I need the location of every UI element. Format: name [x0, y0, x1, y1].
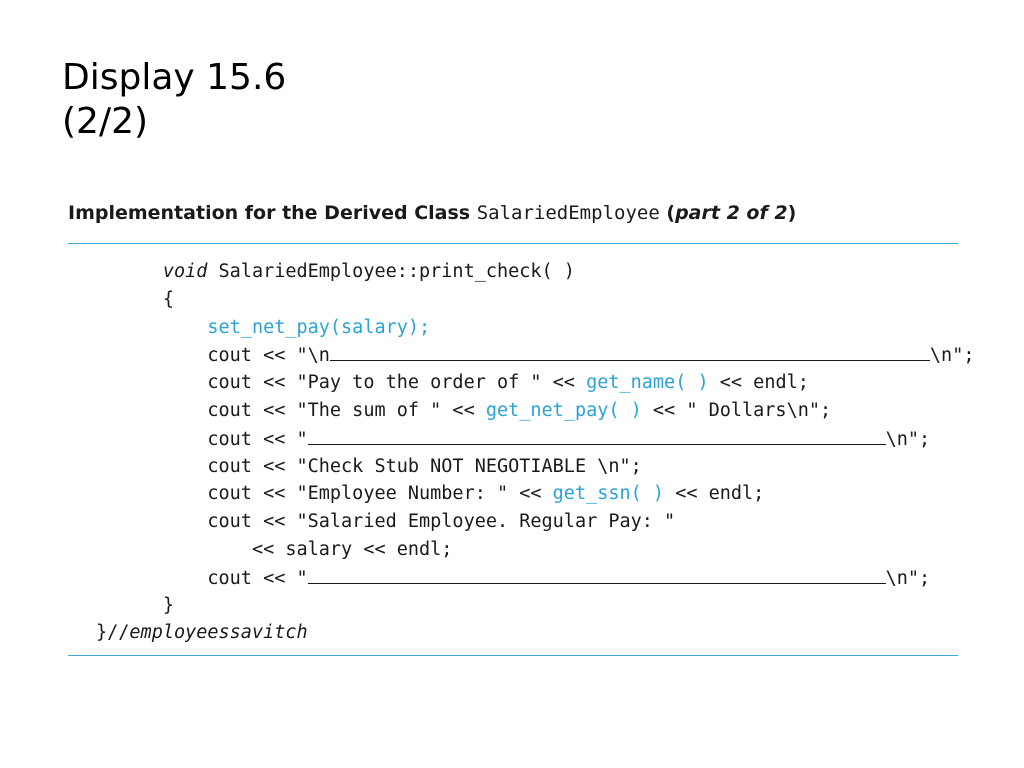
function-signature: SalariedEmployee::print_check( )	[207, 261, 575, 282]
code-listing: void SalariedEmployee::print_check( ) { …	[96, 258, 974, 647]
get-net-pay-call: get_net_pay( )	[485, 399, 642, 421]
caption-prefix: Implementation for the Derived Class	[68, 202, 477, 224]
display-caption: Implementation for the Derived Class Sal…	[68, 202, 796, 224]
slide-title-line1: Display 15.6	[62, 57, 287, 98]
code-line-5: cout << "Pay to the order of " << get_na…	[96, 369, 974, 397]
get-name-call: get_name( )	[586, 372, 709, 394]
code-line-9: cout << "Employee Number: " << get_ssn( …	[96, 480, 974, 508]
code-line-4: cout << "\n \n";	[96, 341, 974, 369]
salaried-employee-line: cout << "Salaried Employee. Regular Pay:…	[207, 511, 676, 533]
bottom-divider	[68, 655, 958, 656]
set-net-pay-call: set_net_pay(salary);	[207, 316, 431, 338]
code-line-14: }//employeessavitch	[96, 619, 974, 647]
code-line-12: cout << " \n";	[96, 564, 974, 592]
code-line-8: cout << "Check Stub NOT NEGOTIABLE \n";	[96, 453, 974, 481]
cout-employee-number: cout << "Employee Number: " <<	[207, 483, 553, 505]
get-ssn-call: get_ssn( )	[552, 483, 665, 505]
code-line-3: set_net_pay(salary);	[96, 314, 974, 342]
namespace-comment: employeessavitch	[129, 622, 308, 644]
slide-title-line2: (2/2)	[62, 101, 149, 142]
blank-line-underline	[307, 564, 886, 584]
salary-endl-line: << salary << endl;	[251, 538, 453, 560]
endl-text: << endl;	[664, 483, 765, 505]
blank-line-underline	[307, 425, 886, 445]
code-line-1: void SalariedEmployee::print_check( )	[96, 258, 974, 286]
cout-start: cout << "\n	[207, 345, 330, 367]
dollars-text: << " Dollars\n";	[641, 399, 832, 421]
cout-sum-of: cout << "The sum of " <<	[207, 399, 486, 421]
code-line-7: cout << " \n";	[96, 425, 974, 453]
caption-class-name: SalariedEmployee	[476, 202, 660, 224]
cout-pay-to: cout << "Pay to the order of " <<	[207, 372, 587, 394]
check-stub-line: cout << "Check Stub NOT NEGOTIABLE \n";	[207, 455, 642, 477]
slide-title: Display 15.6 (2/2)	[62, 56, 286, 144]
close-brace: }	[162, 594, 174, 616]
cout-end: \n";	[929, 345, 975, 367]
code-line-13: }	[96, 592, 974, 620]
code-line-6: cout << "The sum of " << get_net_pay( ) …	[96, 397, 974, 425]
cout-start: cout << "	[207, 567, 308, 589]
code-line-11: << salary << endl;	[96, 536, 974, 564]
code-line-2: {	[96, 286, 974, 314]
caption-open-paren: (	[659, 202, 676, 224]
endl-text: << endl;	[708, 372, 809, 394]
blank-line-underline	[329, 341, 930, 362]
caption-close-paren: )	[787, 202, 797, 224]
cout-start: cout << "	[207, 428, 308, 450]
code-line-10: cout << "Salaried Employee. Regular Pay:…	[96, 508, 974, 536]
cout-end: \n";	[885, 567, 931, 589]
cout-end: \n";	[885, 428, 931, 450]
open-brace: {	[162, 288, 174, 310]
namespace-close-brace: }//	[96, 622, 130, 644]
void-keyword: void	[162, 261, 208, 282]
top-divider	[68, 243, 958, 244]
caption-part: part 2 of 2	[675, 202, 788, 224]
